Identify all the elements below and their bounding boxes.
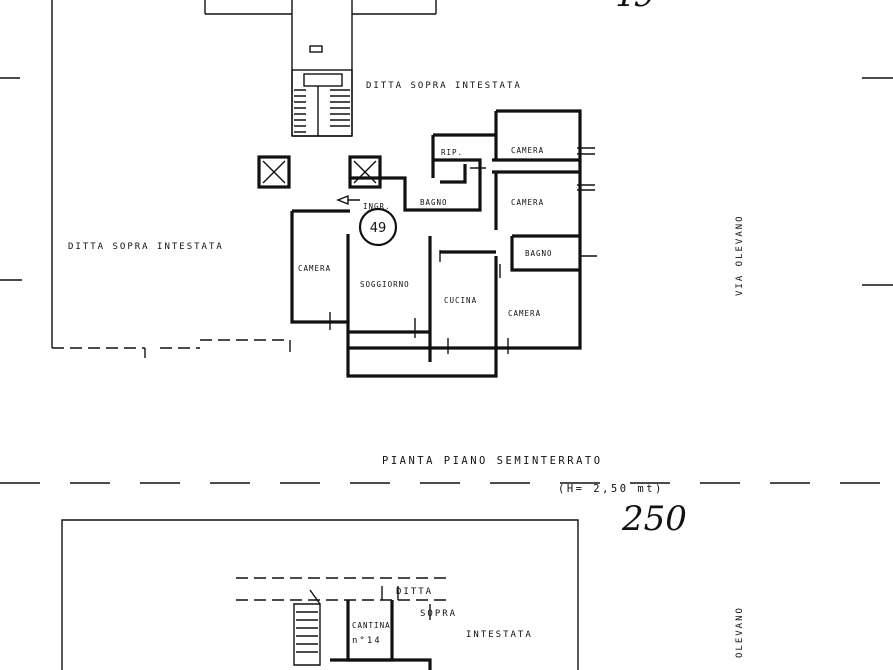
- room-label-cucina: CUCINA: [444, 296, 477, 305]
- cantina-label: CANTINA: [352, 621, 391, 630]
- lift-shaft-left: [257, 155, 291, 189]
- room-label-bagno-right: BAGNO: [525, 249, 553, 258]
- room-label-camera-mid: CAMERA: [511, 198, 544, 207]
- height-note: (H= 2,50 mt): [558, 483, 664, 495]
- apartment-walls: [290, 109, 597, 378]
- upper-boundary: [0, 0, 893, 484]
- room-label-ingr: INGR.: [363, 202, 391, 211]
- street-label: VIA OLEVANO: [735, 214, 745, 296]
- unit-number: 49: [370, 221, 387, 236]
- room-label-soggiorno: SOGGIORNO: [360, 280, 410, 289]
- room-label-camera-right: CAMERA: [508, 309, 541, 318]
- unit-number-badge: 49: [358, 207, 398, 247]
- cantina-number: n°14: [352, 636, 382, 646]
- lower-plan: [61, 519, 579, 670]
- neighbour-label-bottom-3: INTESTATA: [466, 630, 533, 640]
- neighbour-label-bottom-2: SOPRA: [420, 609, 457, 619]
- neighbour-label-top: DITTA SOPRA INTESTATA: [366, 81, 522, 91]
- lift-shaft-right: [348, 155, 382, 189]
- staircase: [291, 45, 353, 137]
- room-label-camera-left: CAMERA: [298, 264, 331, 273]
- room-label-bagno-left: BAGNO: [420, 198, 448, 207]
- street-label-bottom: OLEVANO: [735, 606, 745, 658]
- plan-title: PIANTA PIANO SEMINTERRATO: [382, 455, 603, 467]
- page-number-bottom: 250: [621, 499, 687, 539]
- neighbour-label-left: DITTA SOPRA INTESTATA: [68, 242, 224, 252]
- room-label-rip: RIP.: [441, 148, 463, 157]
- room-label-camera-top: CAMERA: [511, 146, 544, 155]
- page-number-top: 49: [611, 0, 655, 15]
- neighbour-label-bottom-1: DITTA: [396, 587, 433, 597]
